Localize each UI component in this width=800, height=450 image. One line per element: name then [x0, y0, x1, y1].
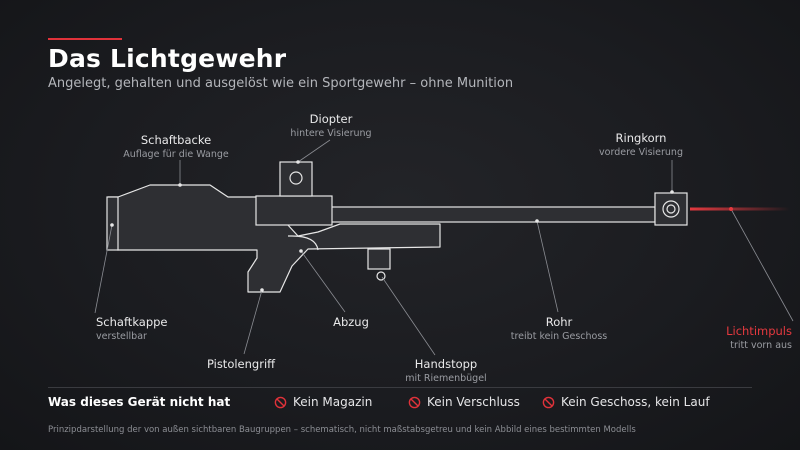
trigger-guard — [288, 235, 319, 251]
missing-item-verschluss: Kein Verschluss — [408, 395, 520, 409]
prohibited-icon — [274, 396, 287, 408]
sling-swivel — [376, 271, 386, 281]
label-schaftbacke: Schaftbacke Auflage für die Wange — [123, 133, 229, 160]
label-rohr: Rohr treibt kein Geschoss — [510, 315, 608, 342]
label-pistolengriff: Pistolengriff — [206, 357, 276, 371]
label-abzug: Abzug — [333, 315, 369, 329]
footnote: Prinzipdarstellung der von außen sichtba… — [48, 425, 636, 435]
page-subtitle: Angelegt, gehalten und ausgelöst wie ein… — [48, 76, 514, 91]
receiver — [255, 195, 333, 226]
light-beam — [690, 207, 790, 211]
diopter-sight — [279, 161, 313, 197]
section-divider — [48, 387, 752, 388]
label-lichtimpuls: Lichtimpuls tritt vorn aus — [726, 324, 792, 351]
missing-item-label: Kein Geschoss, kein Lauf — [561, 395, 710, 409]
leader-lines — [94, 139, 794, 356]
prohibited-icon — [408, 396, 421, 408]
ringkorn-sight — [654, 192, 688, 226]
title-accent-line — [48, 38, 122, 40]
missing-heading: Was dieses Gerät nicht hat — [48, 395, 231, 409]
label-ringkorn: Ringkorn vordere Visierung — [599, 131, 683, 158]
hand-stop — [367, 248, 391, 270]
prohibited-icon — [542, 396, 555, 408]
anchor-dots — [110, 160, 674, 292]
missing-item-geschoss: Kein Geschoss, kein Lauf — [542, 395, 710, 409]
missing-item-label: Kein Verschluss — [427, 395, 520, 409]
missing-item-label: Kein Magazin — [293, 395, 373, 409]
barrel — [329, 206, 656, 223]
stock-body — [107, 184, 441, 293]
label-schaftkappe: Schaftkappe verstellbar — [96, 315, 168, 342]
label-handstopp: Handstopp mit Riemenbügel — [405, 357, 487, 384]
missing-item-magazin: Kein Magazin — [274, 395, 372, 409]
light-anchor-dot — [729, 207, 733, 211]
label-diopter: Diopter hintere Visierung — [290, 112, 372, 139]
page-title: Das Lichtgewehr — [48, 44, 287, 73]
